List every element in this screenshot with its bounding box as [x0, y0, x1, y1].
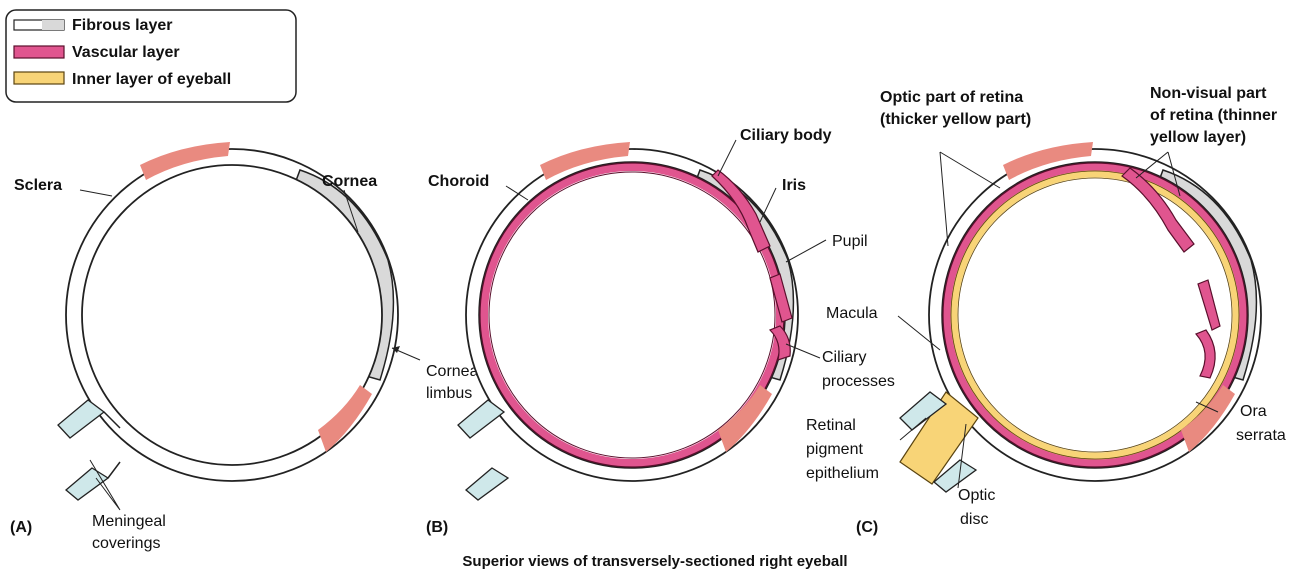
panel-tag-a: (A) — [10, 519, 32, 536]
label-coverings: coverings — [92, 535, 160, 552]
label-choroid: Choroid — [428, 173, 489, 190]
legend-swatch-inner — [14, 72, 64, 84]
retina-inner-edge — [958, 178, 1232, 452]
legend: Fibrous layer Vascular layer Inner layer… — [6, 10, 296, 102]
legend-label-fibrous: Fibrous layer — [72, 17, 172, 34]
label-non-visual-2: of retina (thinner — [1150, 107, 1277, 124]
label-limbus: limbus — [426, 385, 472, 402]
label-ciliary-body: Ciliary body — [740, 127, 832, 144]
label-pupil: Pupil — [832, 233, 868, 250]
panel-tag-c: (C) — [856, 519, 878, 536]
label-ciliary: Ciliary — [822, 349, 866, 366]
label-non-visual-1: Non-visual part — [1150, 85, 1267, 102]
label-iris: Iris — [782, 177, 806, 194]
label-optic: Optic — [958, 487, 995, 504]
panel-c: Optic part of retina (thicker yellow par… — [856, 85, 1286, 536]
legend-swatch-vascular — [14, 46, 64, 58]
label-optic-part-1: Optic part of retina — [880, 89, 1023, 106]
label-retinal: Retinal — [806, 417, 856, 434]
legend-swatch-fibrous-gray — [42, 20, 64, 30]
panel-b: Ciliary body Choroid Iris Pupil Macula C… — [426, 127, 895, 536]
label-sclera: Sclera — [14, 177, 62, 194]
nerve-sheath-lower-b — [466, 468, 508, 500]
nerve-sheath-lower-a — [66, 468, 108, 500]
label-serrata: serrata — [1236, 427, 1286, 444]
leader-iris — [760, 188, 776, 222]
label-ora: Ora — [1240, 403, 1267, 420]
legend-label-inner: Inner layer of eyeball — [72, 71, 231, 88]
leader-pupil — [786, 240, 826, 262]
choroid-inner-edge — [489, 172, 775, 458]
legend-label-vascular: Vascular layer — [72, 44, 180, 61]
label-processes: processes — [822, 373, 895, 390]
label-pigment: pigment — [806, 441, 863, 458]
label-epithelium: epithelium — [806, 465, 879, 482]
label-optic-part-2: (thicker yellow part) — [880, 111, 1031, 128]
label-non-visual-3: yellow layer) — [1150, 129, 1246, 146]
figure-caption: Superior views of transversely-sectioned… — [462, 553, 847, 570]
leader-ciliary-body — [718, 140, 736, 176]
panel-tag-b: (B) — [426, 519, 448, 536]
label-cornea: Cornea — [322, 173, 377, 190]
leader-sclera — [80, 190, 112, 196]
label-disc: disc — [960, 511, 988, 528]
label-meningeal: Meningeal — [92, 513, 166, 530]
label-macula: Macula — [826, 305, 878, 322]
panel-a: Sclera Cornea Corneal limbus Meningeal c… — [10, 142, 482, 552]
